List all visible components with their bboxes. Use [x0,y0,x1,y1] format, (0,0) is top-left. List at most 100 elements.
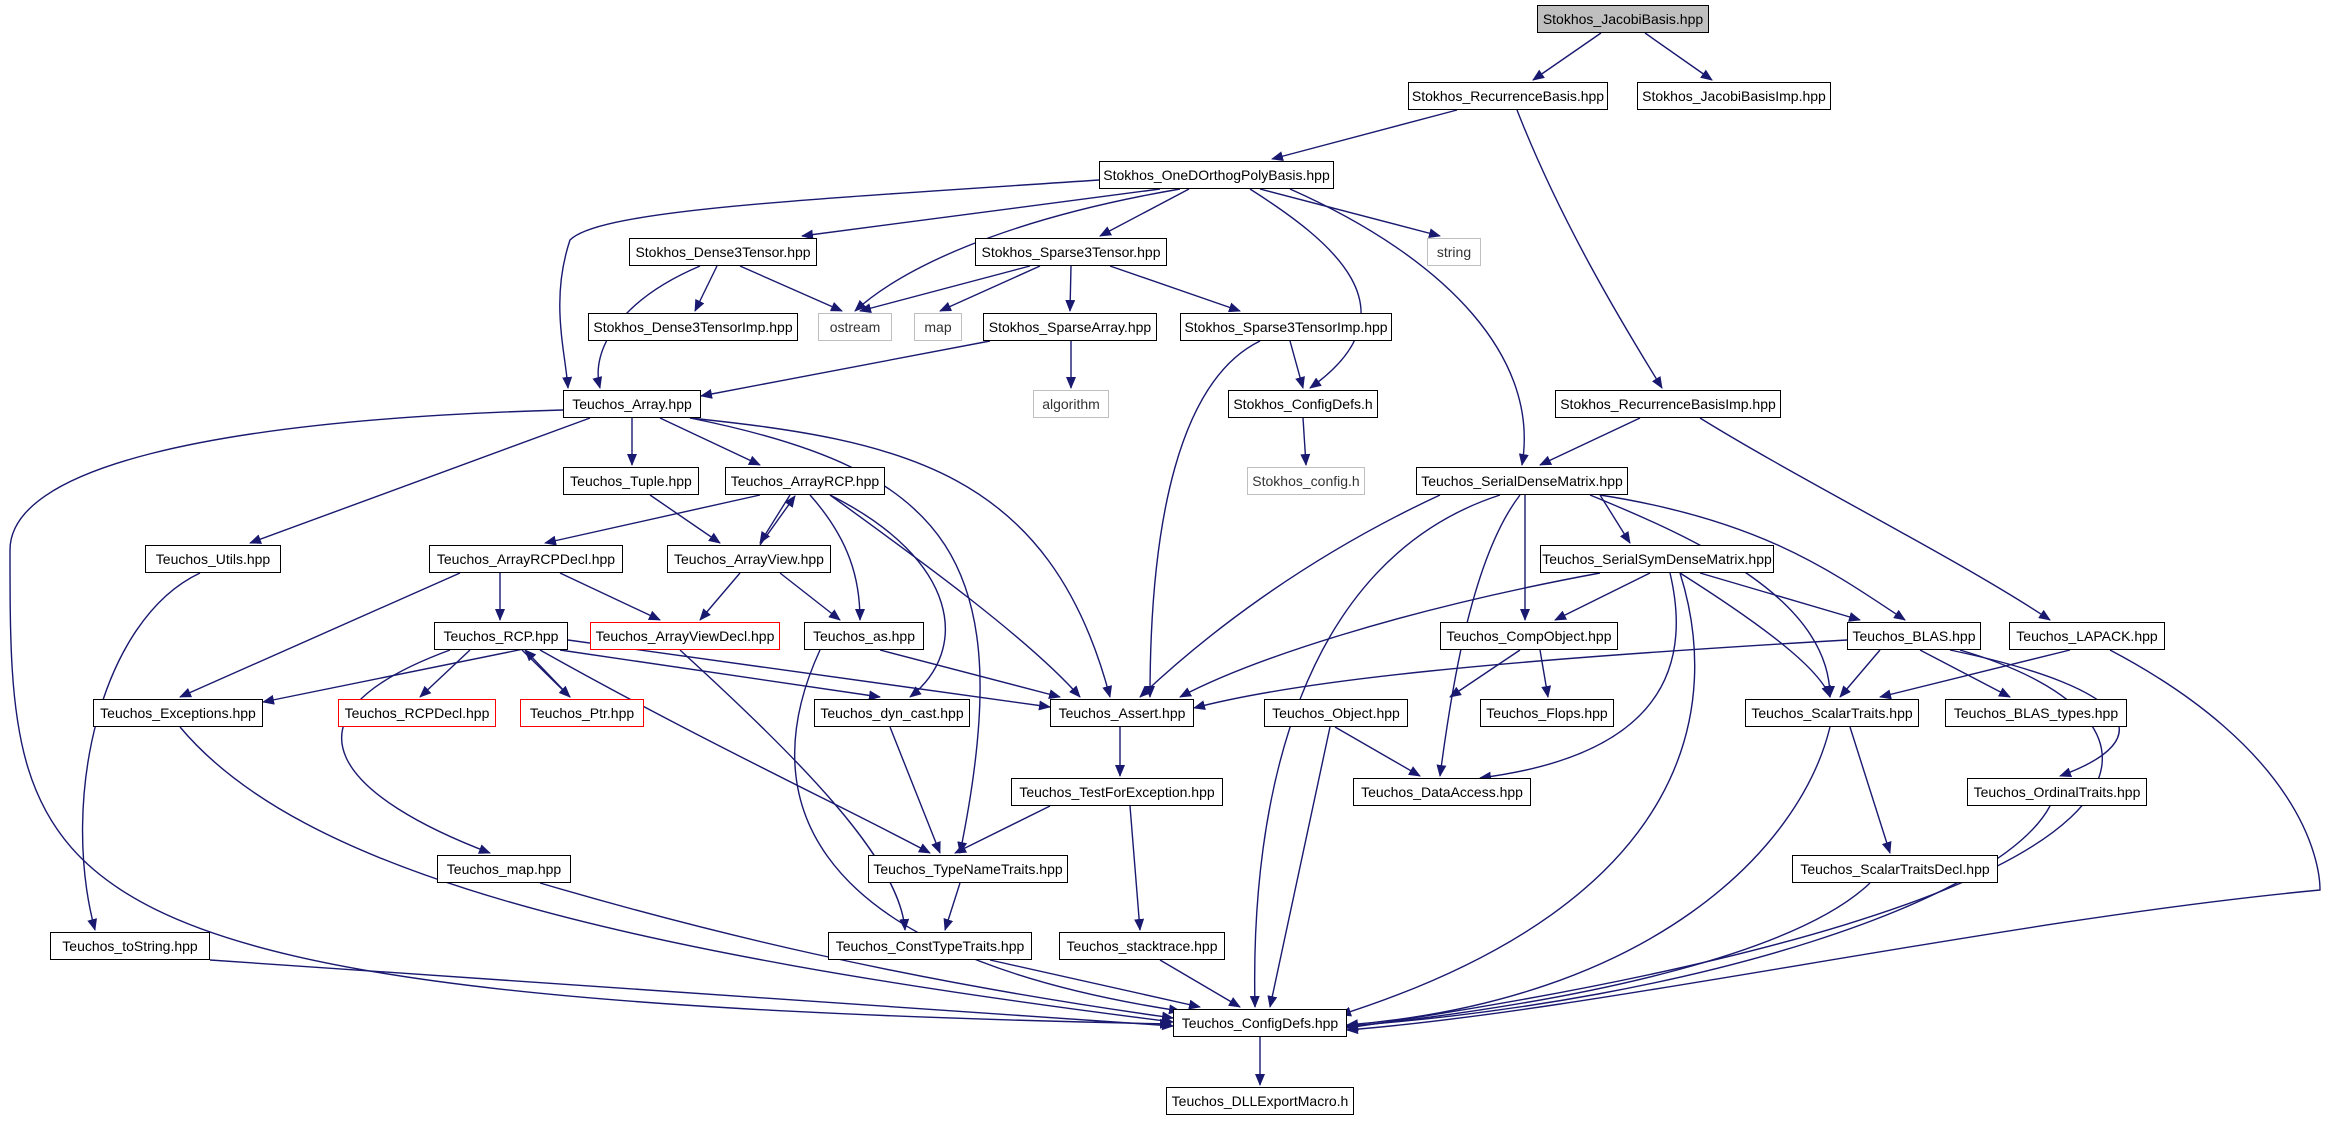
node-teuchos-serialdensematrix[interactable]: Teuchos_SerialDenseMatrix.hpp [1416,467,1628,495]
edge-utils-tostring [81,572,201,931]
edge-blas-configdefs [1346,649,2104,1032]
edge-arrayrcp-as [809,494,865,621]
edge-serialsym-scalartraits [1679,572,1831,698]
edge-typenametraits-consttypetraits [943,882,961,931]
edge-blas-scalartraits [1839,649,1881,698]
edge-arrayrcp-arrayrcpdecl [544,494,761,546]
node-stokhos-sparse3tensor[interactable]: Stokhos_Sparse3Tensor.hpp [975,238,1167,266]
node-teuchos-configdefs[interactable]: Teuchos_ConfigDefs.hpp [1173,1009,1347,1037]
edge-arrayview-arrayviewdecl [699,572,741,621]
node-teuchos-testforexception[interactable]: Teuchos_TestForException.hpp [1011,778,1223,806]
node-stokhos-sparse3tensorimp[interactable]: Stokhos_Sparse3TensorImp.hpp [1180,313,1392,341]
node-teuchos-arrayviewdecl[interactable]: Teuchos_ArrayViewDecl.hpp [590,622,780,650]
node-stokhos-recurrencebasis[interactable]: Stokhos_RecurrenceBasis.hpp [1408,82,1608,110]
edge-rcp-dyncast [559,649,881,701]
node-stokhos-sparsearray[interactable]: Stokhos_SparseArray.hpp [983,313,1157,341]
edge-sparse3imp-assert [1145,340,1261,698]
edge-arrayview-arrayrcp [759,495,796,546]
node-stokhos-onedorthogpolybasis[interactable]: Stokhos_OneDOrthogPolyBasis.hpp [1099,161,1334,189]
edge-onedortho-configdefs [1249,188,1362,389]
edge-recurrence-onedortho [1271,109,1458,162]
node-teuchos-dataaccess[interactable]: Teuchos_DataAccess.hpp [1353,778,1531,806]
edge-onedortho-ostream [854,188,1181,312]
edge-array-utils [249,417,591,544]
node-teuchos-arrayrcp[interactable]: Teuchos_ArrayRCP.hpp [725,467,885,495]
node-teuchos-object[interactable]: Teuchos_Object.hpp [1264,699,1408,727]
edge-serialsym-assert [1179,572,1601,698]
node-stokhos-recurrencebasisimp[interactable]: Stokhos_RecurrenceBasisImp.hpp [1555,390,1781,418]
edge-blas-blastypes [1919,649,2011,698]
node-stokhos-dense3tensor[interactable]: Stokhos_Dense3Tensor.hpp [629,238,817,266]
edge-rcp-exceptions [262,639,569,705]
edge-sparse3-sparse3imp [1109,265,1241,313]
edge-serialsym-compobject [1554,572,1651,621]
node-teuchos-lapack[interactable]: Teuchos_LAPACK.hpp [2009,622,2165,650]
node-ostream[interactable]: ostream [818,313,892,341]
edge-sparse3-map [939,265,1041,312]
edge-arrayrcpdecl-arrayviewdecl [559,572,661,621]
edge-rcp-map [340,649,491,854]
node-algorithm[interactable]: algorithm [1033,390,1109,418]
edge-rcp-rcpdecl [419,649,471,698]
node-map[interactable]: map [914,313,962,341]
edge-consttypetraits-configdefs [989,959,1201,1010]
node-teuchos-blas[interactable]: Teuchos_BLAS.hpp [1847,622,1981,650]
edge-object-configdefs [1267,726,1331,1008]
edge-recurrence-recurrenceimp [1516,109,1663,389]
edge-compobject-flops [1539,649,1552,698]
node-teuchos-typenametraits[interactable]: Teuchos_TypeNameTraits.hpp [868,855,1068,883]
node-teuchos-blas-types[interactable]: Teuchos_BLAS_types.hpp [1945,699,2127,727]
edge-arrayrcp-assert [829,494,1081,698]
node-teuchos-tuple[interactable]: Teuchos_Tuple.hpp [563,467,699,495]
node-teuchos-as[interactable]: Teuchos_as.hpp [804,622,924,650]
node-teuchos-scalartraitsdecl[interactable]: Teuchos_ScalarTraitsDecl.hpp [1792,855,1998,883]
edge-array-assert [689,417,1113,698]
edge-serialsym-dataaccess [1479,572,1677,782]
node-teuchos-assert[interactable]: Teuchos_Assert.hpp [1050,699,1194,727]
node-teuchos-ptr[interactable]: Teuchos_Ptr.hpp [520,699,644,727]
node-teuchos-tostring[interactable]: Teuchos_toString.hpp [50,932,210,960]
node-stokhos-dense3tensorimp[interactable]: Stokhos_Dense3TensorImp.hpp [588,313,798,341]
node-teuchos-ordinaltraits[interactable]: Teuchos_OrdinalTraits.hpp [1967,778,2147,806]
node-teuchos-dyn-cast[interactable]: Teuchos_dyn_cast.hpp [814,699,970,727]
node-teuchos-serialsymdensematrix[interactable]: Teuchos_SerialSymDenseMatrix.hpp [1540,545,1774,573]
node-teuchos-stacktrace[interactable]: Teuchos_stacktrace.hpp [1059,932,1225,960]
node-teuchos-scalartraits[interactable]: Teuchos_ScalarTraits.hpp [1745,699,1919,727]
node-teuchos-exceptions[interactable]: Teuchos_Exceptions.hpp [93,699,263,727]
node-teuchos-rcp[interactable]: Teuchos_RCP.hpp [434,622,568,650]
edge-serialdense-blas [1599,494,1906,621]
node-string[interactable]: string [1427,238,1481,266]
edge-serialdense-assert [1139,494,1441,698]
node-stokhos-configdefs-h[interactable]: Stokhos_ConfigDefs.h [1228,390,1378,418]
edge-scalartraitsdecl-configdefs [1346,882,1871,1031]
edge-rcp-typenametraits [539,649,931,854]
edge-onedortho-serialdense [1289,188,1529,466]
node-teuchos-flops[interactable]: Teuchos_Flops.hpp [1480,699,1614,727]
edge-onedortho-dense3 [801,188,1161,240]
node-stokhos-jacobibasisimp[interactable]: Stokhos_JacobiBasisImp.hpp [1637,82,1831,110]
edge-exceptions-configdefs [179,726,1174,1026]
node-teuchos-utils[interactable]: Teuchos_Utils.hpp [145,545,281,573]
edge-array-configdefs [9,409,1172,1029]
edge-scalartraits-configdefs [1346,726,1831,1030]
node-teuchos-compobject[interactable]: Teuchos_CompObject.hpp [1440,622,1618,650]
node-teuchos-map[interactable]: Teuchos_map.hpp [437,855,571,883]
node-teuchos-dllexportmacro[interactable]: Teuchos_DLLExportMacro.h [1166,1087,1354,1115]
edge-tuple-arrayview [649,494,721,544]
edge-stacktrace-configdefs [1159,959,1241,1008]
node-teuchos-arrayview[interactable]: Teuchos_ArrayView.hpp [667,545,831,573]
node-teuchos-consttypetraits[interactable]: Teuchos_ConstTypeTraits.hpp [828,932,1032,960]
edge-compobject-object [1449,649,1521,698]
edge-array-arrayrcp [659,417,761,466]
edge-onedortho-string [1259,188,1441,239]
edge-sparse3imp-configdefs [1289,340,1305,389]
node-teuchos-arrayrcpdecl[interactable]: Teuchos_ArrayRCPDecl.hpp [429,545,623,573]
node-stokhos-config-h[interactable]: Stokhos_config.h [1247,467,1365,495]
edge-serialdense-serialsym [1599,494,1631,544]
edge-map-configdefs [539,882,1174,1022]
node-teuchos-rcpdecl[interactable]: Teuchos_RCPDecl.hpp [338,699,496,727]
edge-object-dataaccess [1334,726,1421,777]
node-teuchos-array[interactable]: Teuchos_Array.hpp [563,390,701,418]
node-stokhos-jacobibasis[interactable]: Stokhos_JacobiBasis.hpp [1537,5,1709,33]
edge-lapack-scalartraits [1879,649,2071,700]
